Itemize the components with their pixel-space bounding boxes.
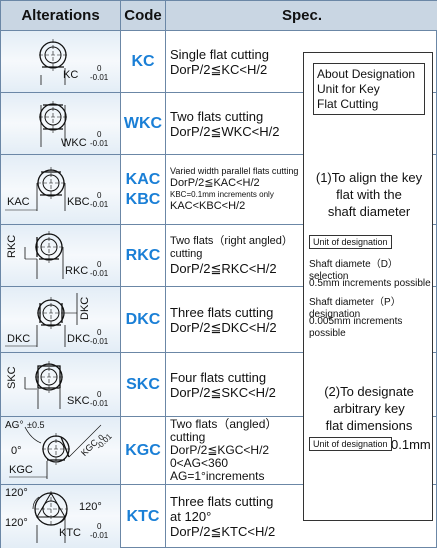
- spec-skc: Four flats cutting DorP/2≦SKC<H/2: [170, 369, 276, 400]
- code-wkc: WKC: [121, 93, 166, 154]
- tol-bot: -0.01: [90, 73, 109, 82]
- tol-bot: -0.01: [90, 200, 109, 209]
- table-row-kac-kbc: KAC KBC 0 -0.01 KAC KBC Varied width par…: [1, 155, 437, 225]
- code-kac-kbc: KAC KBC: [121, 155, 166, 224]
- spec-kac-kbc: Varied width parallel flats cutting DorP…: [170, 166, 299, 212]
- tol-bot: -0.01: [90, 269, 109, 278]
- dim-label: RKC: [65, 265, 89, 277]
- code-rkc: RKC: [121, 225, 166, 286]
- dim-label-left: DKC: [7, 333, 31, 345]
- angle-label-3: 120°: [5, 517, 28, 529]
- diagram-wkc: WKC 0 -0.01: [1, 93, 121, 154]
- spec-dkc: Three flats cutting DorP/2≦DKC<H/2: [170, 304, 277, 335]
- angle-label: AG°: [5, 420, 24, 431]
- dim-label-kbc: KBC: [67, 196, 90, 208]
- tol-top: 0: [97, 130, 102, 139]
- tol-top: 0: [97, 390, 102, 399]
- dim-label: KC: [63, 69, 79, 81]
- code-kc: KC: [121, 31, 166, 92]
- table-row-ktc: 120° 120° 120° KTC 0 -0.01 KTC Three fla…: [1, 485, 437, 548]
- table-row-rkc: RKC RKC 0 -0.01 RKC Two flats（right angl…: [1, 225, 437, 287]
- table-row-kc: KC 0 -0.01 KC Single flat cutting DorP/2…: [1, 31, 437, 93]
- diagram-kgc: AG° ±0.5 0° KGC KGC 0 -0.01: [1, 417, 121, 484]
- tol-top: 0: [97, 64, 102, 73]
- diagram-ktc: 120° 120° 120° KTC 0 -0.01: [1, 485, 121, 548]
- table-row-kgc: AG° ±0.5 0° KGC KGC 0 -0.01 KGC Two flat…: [1, 417, 437, 485]
- dim-label: WKC: [61, 137, 87, 149]
- arbitrary-heading: (2)To designate arbitrary key flat dimen…: [324, 384, 414, 433]
- dim-label-vertical: DKC: [79, 296, 91, 320]
- table-row-skc: SKC SKC 0 -0.01 SKC Four flats cutting D…: [1, 353, 437, 417]
- tol-top: 0: [97, 522, 102, 531]
- diagram-rkc: RKC RKC 0 -0.01: [1, 225, 121, 286]
- info-line: 0.005mm increments possible: [309, 316, 403, 339]
- unit-of-designation-badge: Unit of designation: [309, 235, 392, 249]
- dim-label: KTC: [59, 527, 81, 539]
- table-row-dkc: DKC DKC DKC 0 -0.01 DKC Three flats cutt…: [1, 287, 437, 353]
- code-dkc: DKC: [121, 287, 166, 352]
- spec-wkc: Two flats cutting DorP/2≦WKC<H/2: [170, 108, 280, 139]
- table-row-wkc: WKC 0 -0.01 WKC Two flats cutting DorP/2…: [1, 93, 437, 155]
- table-header: Alterations Code Spec.: [1, 1, 437, 31]
- tol-bot: -0.01: [90, 399, 109, 408]
- dim-label-vertical: SKC: [6, 366, 18, 389]
- spec-rkc: Two flats（right angled）cutting DorP/2≦RK…: [170, 235, 293, 276]
- info-line: Shaft diamete（D）selection: [309, 259, 398, 282]
- dim-label-vertical: RKC: [6, 234, 18, 258]
- tol-bot: -0.01: [90, 531, 109, 540]
- zero-deg: 0°: [11, 445, 22, 457]
- tol-bot: -0.01: [90, 337, 109, 346]
- tol-top: 0: [97, 260, 102, 269]
- dim-label-kac: KAC: [7, 196, 30, 208]
- code-kgc: KGC: [121, 417, 166, 484]
- designation-info-box: About Designation Unit for Key Flat Cutt…: [303, 52, 433, 521]
- header-spec: Spec.: [281, 7, 323, 24]
- header-code: Code: [121, 1, 166, 31]
- angle-label-1: 120°: [5, 487, 28, 499]
- about-designation-box: About Designation Unit for Key Flat Cutt…: [313, 63, 425, 115]
- angle-tol: ±0.5: [27, 420, 45, 430]
- info-line: Shaft diameter（P）designation: [309, 297, 401, 320]
- spec-kgc: Two flats（angled）cutting DorP/2≦KGC<H/2 …: [170, 417, 278, 483]
- info-line: 0.5mm increments possible: [309, 278, 431, 289]
- code-skc: SKC: [121, 353, 166, 416]
- spec-kc: Single flat cutting DorP/2≦KC<H/2: [170, 46, 270, 77]
- diagram-kac-kbc: KAC KBC 0 -0.01: [1, 155, 121, 224]
- code-ktc: KTC: [121, 485, 166, 548]
- angle-label-2: 120°: [79, 501, 102, 513]
- tol-top: 0: [97, 191, 102, 200]
- spec-ktc: Three flats cutting at 120° DorP/2≦KTC<H…: [170, 494, 276, 539]
- dim-label: SKC: [67, 395, 90, 407]
- unit-of-designation-badge-2: Unit of designation: [309, 437, 392, 451]
- tol-top: 0: [97, 328, 102, 337]
- increment-value: 0.1mm: [391, 437, 431, 452]
- dim-label: KGC: [9, 464, 33, 476]
- diagram-kc: KC 0 -0.01: [1, 31, 121, 92]
- diagram-skc: SKC SKC 0 -0.01: [1, 353, 121, 416]
- align-heading: (1)To align the key flat with the shaft …: [315, 170, 423, 219]
- header-alterations: Alterations: [1, 1, 121, 31]
- diagram-dkc: DKC DKC DKC 0 -0.01: [1, 287, 121, 352]
- dim-label: DKC: [67, 333, 91, 345]
- tol-bot: -0.01: [90, 139, 109, 148]
